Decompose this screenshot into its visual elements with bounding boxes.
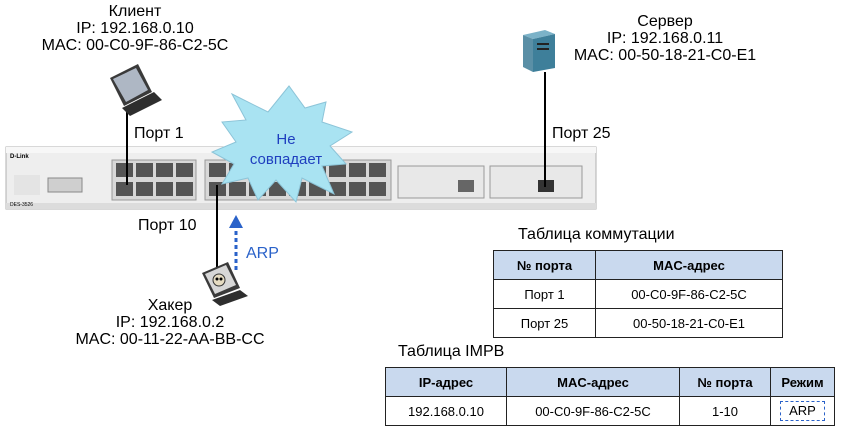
server-label: Сервер IP: 192.168.0.11 MAC: 00-50-18-21… bbox=[565, 13, 765, 64]
column-header: № порта bbox=[679, 367, 771, 397]
arp-label: ARP bbox=[246, 245, 279, 262]
impb-table-title: Таблица IMPB bbox=[398, 343, 505, 360]
server-ip: IP: 192.168.0.11 bbox=[606, 30, 724, 47]
mismatch-text: Не совпадает bbox=[236, 130, 336, 170]
arp-arrow bbox=[229, 215, 243, 270]
table-cell: 192.168.0.10 bbox=[385, 396, 507, 426]
switch-brand: D-Link bbox=[10, 154, 29, 160]
hacker-mac: MAC: 00-11-22-AA-BB-CC bbox=[75, 331, 265, 348]
port-25-label: Порт 25 bbox=[552, 125, 611, 142]
hacker-label: Хакер IP: 192.168.0.2 MAC: 00-11-22-AA-B… bbox=[55, 297, 285, 348]
table-header-row: IP-адрес MAC-адрес № порта Режим bbox=[385, 367, 835, 397]
client-ip: IP: 192.168.0.10 bbox=[76, 20, 194, 37]
table-row: 192.168.0.10 00-C0-9F-86-C2-5C 1-10 ARP bbox=[385, 396, 835, 426]
client-laptop-icon bbox=[110, 64, 162, 116]
column-header: № порта bbox=[493, 250, 596, 280]
switch-model: DES-3526 bbox=[10, 202, 33, 208]
mismatch-line-2: совпадает bbox=[249, 151, 323, 168]
client-label: Клиент IP: 192.168.0.10 MAC: 00-C0-9F-86… bbox=[40, 3, 230, 54]
port-group-1 bbox=[111, 159, 197, 201]
server-tower-icon bbox=[523, 30, 555, 72]
table-cell: 00-50-18-21-C0-E1 bbox=[595, 308, 783, 338]
table-cell: Порт 25 bbox=[493, 308, 596, 338]
port-10-label: Порт 10 bbox=[138, 217, 197, 234]
table-cell-mode: ARP bbox=[770, 396, 835, 426]
column-header: MAC-адрес bbox=[506, 367, 680, 397]
hacker-ip: IP: 192.168.0.2 bbox=[115, 314, 225, 331]
hacker-name: Хакер bbox=[147, 297, 193, 314]
column-header: MAC-адрес bbox=[595, 250, 783, 280]
column-header: IP-адрес bbox=[385, 367, 507, 397]
client-mac: MAC: 00-C0-9F-86-C2-5C bbox=[41, 37, 229, 54]
table-cell: 1-10 bbox=[679, 396, 771, 426]
table-row: Порт 1 00-C0-9F-86-C2-5C bbox=[493, 279, 783, 309]
table-row: Порт 25 00-50-18-21-C0-E1 bbox=[493, 308, 783, 338]
server-name: Сервер bbox=[637, 13, 693, 30]
mismatch-line-1: Не bbox=[276, 131, 296, 148]
table-cell: 00-C0-9F-86-C2-5C bbox=[506, 396, 680, 426]
switching-table: № порта MAC-адрес Порт 1 00-C0-9F-86-C2-… bbox=[493, 250, 783, 338]
combo-port-group bbox=[397, 165, 583, 199]
table-header-row: № порта MAC-адрес bbox=[493, 250, 783, 280]
port-1-label: Порт 1 bbox=[134, 125, 184, 142]
switching-table-title: Таблица коммутации bbox=[518, 226, 675, 243]
impb-table: IP-адрес MAC-адрес № порта Режим 192.168… bbox=[385, 367, 835, 426]
table-cell: 00-C0-9F-86-C2-5C bbox=[595, 279, 783, 309]
hacker-laptop-icon bbox=[202, 262, 248, 306]
column-header: Режим bbox=[770, 367, 835, 397]
table-cell: Порт 1 bbox=[493, 279, 596, 309]
client-name: Клиент bbox=[108, 3, 162, 20]
server-mac: MAC: 00-50-18-21-C0-E1 bbox=[573, 47, 757, 64]
mismatch-burst bbox=[210, 85, 354, 204]
mode-arp-badge: ARP bbox=[780, 401, 825, 421]
